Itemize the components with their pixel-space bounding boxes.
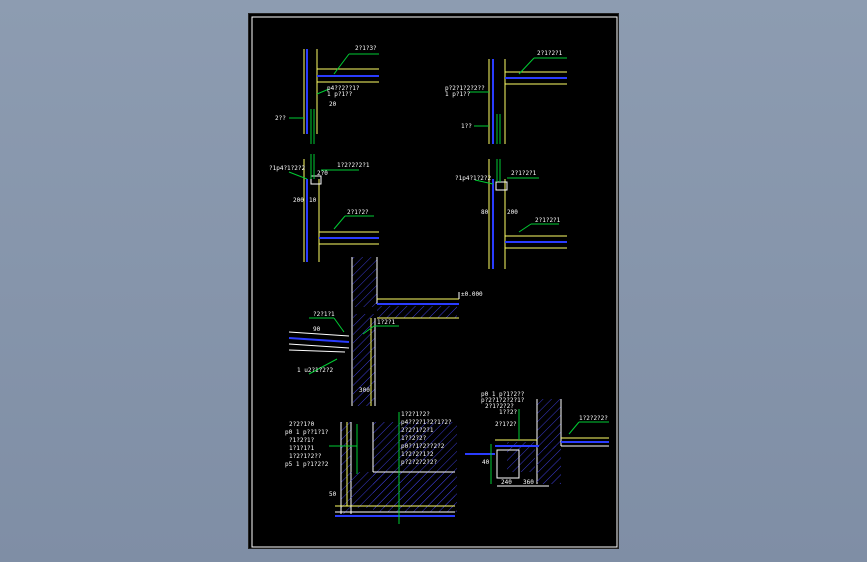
d7-right-label: 1?2?2?2? bbox=[579, 415, 608, 422]
d5-elevation: ±0.000 bbox=[461, 291, 483, 298]
detail-7: p0 1 p?1?2?? p?2?1?2?2?1? 2?1?2?2? 1??2?… bbox=[465, 391, 609, 487]
d6-dim: 50 bbox=[329, 491, 337, 498]
d2-mid2-label: 1 p?1?? bbox=[445, 91, 471, 98]
d2-top-label: 2?1?2?1 bbox=[537, 50, 563, 57]
d5-mid-label: 1?2?1 bbox=[377, 319, 395, 326]
d7-top-3: 2?1?2?2? bbox=[485, 403, 514, 410]
d1-dim-label: 20 bbox=[329, 101, 337, 108]
d6-note-3: ?1?2?1? bbox=[289, 437, 315, 444]
detail-3: ?1p4?1?2?2 1?2?2?2?1 2?0 200 10 2?1?2? bbox=[269, 154, 379, 262]
d2-mid-label: p?2?1?2?2?? bbox=[445, 85, 485, 92]
d3-left-label: ?1p4?1?2?2 bbox=[269, 165, 306, 172]
detail-1: 2?1?3? p4??2??1? 1 p?1?? 20 2?? bbox=[275, 45, 379, 144]
d4-bottom-label: 2?1?2?1 bbox=[535, 217, 561, 224]
d1-left-label: 2?? bbox=[275, 115, 286, 122]
d5-left2: 1 u2?1?2?2 bbox=[297, 367, 334, 374]
d3-dim2: 200 bbox=[293, 197, 304, 204]
d6-right-6: 1?2?2?1?2 bbox=[401, 451, 434, 458]
d6-note-4: 1?1?1?1 bbox=[289, 445, 315, 452]
d1-top-label: 2?1?3? bbox=[355, 45, 377, 52]
d1-mid-label: p4??2??1? bbox=[327, 85, 360, 92]
d6-note-5: 1?2?1?2?? bbox=[289, 453, 322, 460]
detail-5: ±0.000 ?2?1?1 1?2?1 90 1 u2?1?2?2 300 bbox=[288, 257, 483, 406]
d3-dim3: 10 bbox=[309, 197, 317, 204]
d3-right-label: 1?2?2?2?1 bbox=[337, 162, 370, 169]
d6-note-2: p0 1 p??1?1? bbox=[285, 429, 329, 436]
title-frame bbox=[251, 16, 618, 548]
d2-left-label: 1?? bbox=[461, 123, 472, 130]
d4-left-label: ?1p4?1?2?2 bbox=[455, 175, 492, 182]
d6-right-3: 2?2?1?2?1 bbox=[401, 427, 434, 434]
d7-dim-2: 240 bbox=[501, 479, 512, 486]
d6-right-2: p4??2?1?2?1?2? bbox=[401, 419, 452, 426]
d6-note-1: 2?2?1?0 bbox=[289, 421, 315, 428]
d3-dim1: 2?0 bbox=[317, 170, 328, 177]
d7-top-2: p?2?1?2?2?1? bbox=[481, 397, 525, 404]
d7-mid-label: 2?1?2? bbox=[495, 421, 517, 428]
detail-6: 2?2?1?0 p0 1 p??1?1? ?1?2?1? 1?1?1?1 1?2… bbox=[285, 411, 457, 524]
d3-bottom-label: 2?1?2? bbox=[347, 209, 369, 216]
d7-top-1: p0 1 p?1?2?? bbox=[481, 391, 525, 398]
d6-right-4: 1??2?2? bbox=[401, 435, 427, 442]
d1-mid2-label: 1 p?1?? bbox=[327, 91, 353, 98]
d7-dim-1: 40 bbox=[482, 459, 490, 466]
d6-right-1: 1?2?1?2? bbox=[401, 411, 430, 418]
d7-top-4: 1??2? bbox=[499, 409, 517, 416]
d7-dim-3: 360 bbox=[523, 479, 534, 486]
d6-right-5: p0??1?2??2?2 bbox=[401, 443, 445, 450]
d5-top-label: ?2?1?1 bbox=[313, 311, 335, 318]
d5-left1: 90 bbox=[313, 326, 321, 333]
detail-4: ?1p4?1?2?2 2?1?2?1 80 200 2?1?2?1 bbox=[455, 159, 567, 269]
d6-note-6: p5 1 p?1?2?2 bbox=[285, 461, 329, 468]
drawing-sheet: 2?1?3? p4??2??1? 1 p?1?? 20 2?? bbox=[248, 13, 619, 549]
d5-dim: 300 bbox=[359, 387, 370, 394]
d4-right-label: 2?1?2?1 bbox=[511, 170, 537, 177]
drawing-canvas: 2?1?3? p4??2??1? 1 p?1?? 20 2?? bbox=[251, 16, 618, 548]
d4-dim2: 200 bbox=[507, 209, 518, 216]
d4-dim1: 80 bbox=[481, 209, 489, 216]
d6-right-7: p?2?2?2?2? bbox=[401, 459, 438, 466]
detail-2: 2?1?2?1 p?2?1?2?2?? 1 p?1?? 1?? bbox=[445, 50, 567, 144]
